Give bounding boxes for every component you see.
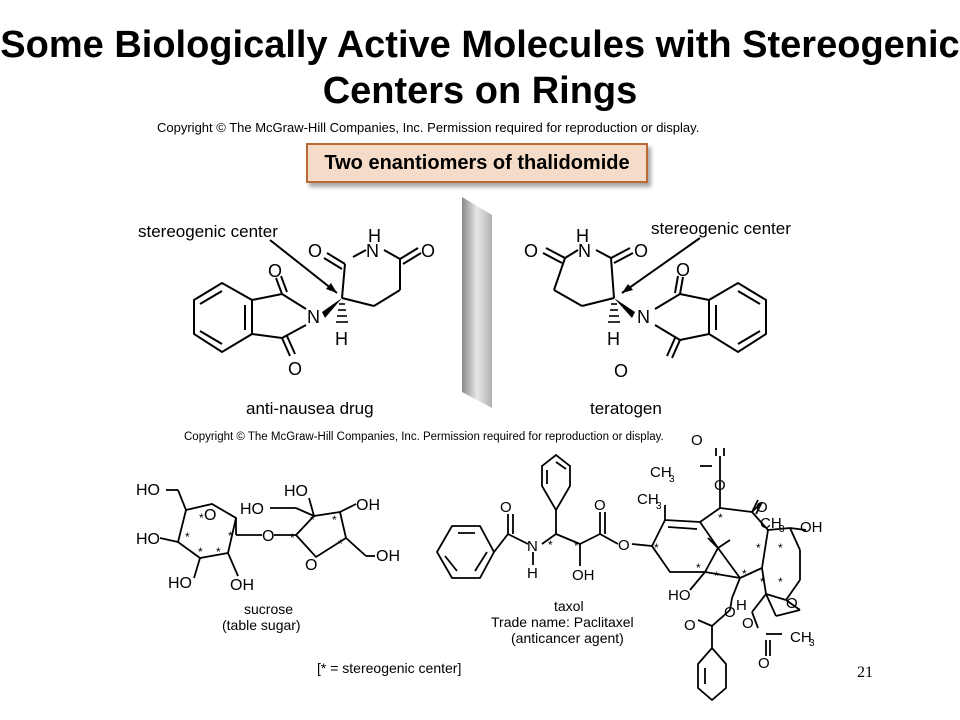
svg-text:*: * <box>574 539 579 553</box>
svg-text:O: O <box>288 359 302 379</box>
svg-text:O: O <box>724 604 736 621</box>
stereocenter-legend: [* = stereogenic center] <box>317 660 462 676</box>
svg-text:O: O <box>786 595 798 612</box>
svg-text:N: N <box>637 307 650 327</box>
svg-text:N: N <box>366 241 379 261</box>
svg-text:O: O <box>614 361 628 381</box>
svg-text:CH: CH <box>650 464 672 481</box>
svg-text:HO: HO <box>136 482 160 499</box>
svg-text:HO: HO <box>240 501 264 518</box>
svg-text:*: * <box>714 569 719 583</box>
taxol-trade-name: Trade name: Paclitaxel <box>491 614 634 630</box>
sucrose-name: sucrose <box>244 601 294 617</box>
svg-text:*: * <box>290 531 295 545</box>
svg-text:HO: HO <box>168 575 192 592</box>
svg-text:*: * <box>332 513 337 527</box>
page-title: Some Biologically Active Molecules with … <box>0 24 960 112</box>
svg-text:OH: OH <box>356 497 380 514</box>
svg-text:CH: CH <box>760 515 782 532</box>
svg-text:N: N <box>527 538 538 555</box>
svg-text:*: * <box>199 511 204 525</box>
svg-text:*: * <box>310 513 315 527</box>
taxol-description: (anticancer agent) <box>511 630 624 646</box>
svg-text:HO: HO <box>136 531 160 548</box>
copyright-notice-top: Copyright © The McGraw-Hill Companies, I… <box>157 120 700 135</box>
svg-text:*: * <box>742 567 747 581</box>
teratogen-caption: teratogen <box>590 399 662 418</box>
svg-text:O: O <box>524 241 538 261</box>
left-stereocenter-annotation: stereogenic center <box>138 222 278 241</box>
sucrose-description: (table sugar) <box>222 617 301 633</box>
svg-text:O: O <box>691 432 703 449</box>
svg-text:HO: HO <box>284 483 308 500</box>
svg-text:3: 3 <box>809 638 815 649</box>
svg-text:3: 3 <box>656 501 662 512</box>
svg-text:*: * <box>185 530 190 544</box>
svg-text:N: N <box>578 241 591 261</box>
svg-text:*: * <box>338 537 343 551</box>
svg-text:OH: OH <box>800 519 823 536</box>
svg-text:O: O <box>268 261 282 281</box>
svg-text:O: O <box>204 507 216 524</box>
svg-text:*: * <box>198 545 203 559</box>
svg-text:OH: OH <box>572 567 595 584</box>
anti-nausea-caption: anti-nausea drug <box>246 399 374 418</box>
svg-text:OH: OH <box>376 548 400 565</box>
svg-text:3: 3 <box>669 474 675 485</box>
svg-text:H: H <box>527 565 538 582</box>
svg-text:OH: OH <box>230 577 254 594</box>
svg-text:O: O <box>421 241 435 261</box>
svg-text:O: O <box>634 241 648 261</box>
svg-text:N: N <box>307 307 320 327</box>
svg-text:O: O <box>758 655 770 672</box>
svg-text:*: * <box>654 541 659 555</box>
svg-text:O: O <box>262 528 274 545</box>
svg-text:H: H <box>607 329 620 349</box>
svg-text:O: O <box>714 477 726 494</box>
svg-text:H: H <box>368 226 381 246</box>
svg-text:O: O <box>742 615 754 632</box>
svg-text:*: * <box>696 561 701 575</box>
svg-text:H: H <box>736 597 747 614</box>
svg-text:H: H <box>335 329 348 349</box>
svg-text:O: O <box>308 241 322 261</box>
taxol-name: taxol <box>554 598 584 614</box>
svg-text:O: O <box>756 499 768 516</box>
svg-text:*: * <box>760 575 765 589</box>
right-stereocenter-annotation: stereogenic center <box>651 219 791 238</box>
svg-text:O: O <box>500 499 512 516</box>
svg-text:*: * <box>778 541 783 555</box>
svg-text:CH: CH <box>790 629 812 646</box>
svg-text:O: O <box>676 260 690 280</box>
svg-text:3: 3 <box>779 524 785 535</box>
svg-text:CH: CH <box>637 491 659 508</box>
copyright-notice-bottom: Copyright © The McGraw-Hill Companies, I… <box>184 431 664 443</box>
svg-text:*: * <box>718 511 723 525</box>
svg-text:*: * <box>756 541 761 555</box>
svg-text:O: O <box>618 537 630 554</box>
svg-text:H: H <box>576 226 589 246</box>
svg-text:*: * <box>228 529 233 543</box>
page-number: 21 <box>857 664 873 681</box>
svg-text:O: O <box>684 617 696 634</box>
thalidomide-banner: Two enantiomers of thalidomide <box>306 143 648 183</box>
svg-text:HO: HO <box>668 587 691 604</box>
svg-text:*: * <box>548 538 553 552</box>
svg-text:O: O <box>594 497 606 514</box>
svg-text:*: * <box>778 575 783 589</box>
svg-text:*: * <box>216 545 221 559</box>
svg-text:O: O <box>305 557 317 574</box>
